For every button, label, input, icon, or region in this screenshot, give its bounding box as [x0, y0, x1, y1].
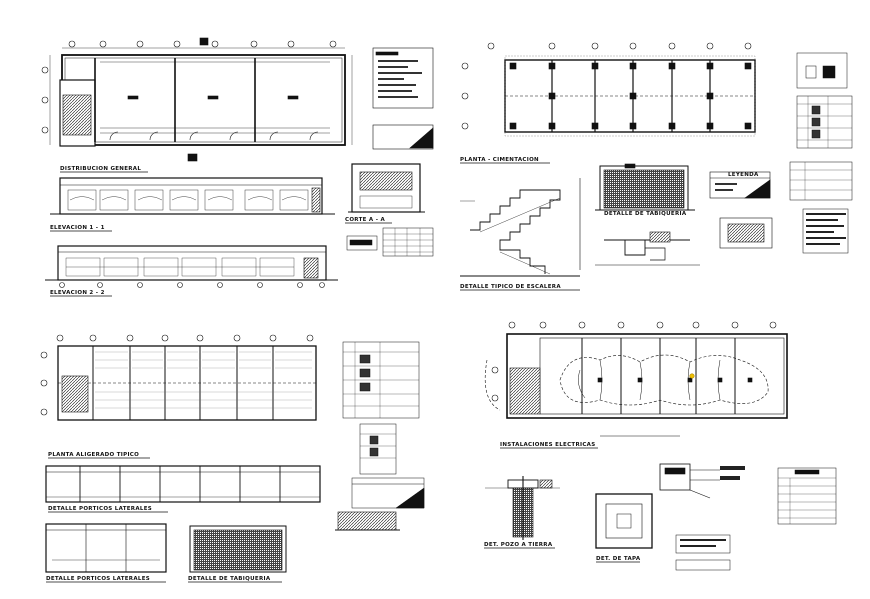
title-elevacion-2: ELEVACION 2 - 2 — [50, 290, 105, 296]
plan-distribucion-general — [41, 37, 353, 162]
detalle-tabiqueria-top — [595, 163, 695, 211]
title-elevacion-1: ELEVACION 1 - 1 — [50, 225, 105, 231]
elevacion-1-1 — [50, 177, 335, 215]
title-detalle-escalera: DETALLE TIPICO DE ESCALERA — [460, 284, 561, 290]
legend-cimentacion — [789, 52, 853, 254]
title-det-pozo-tierra: DET. POZO A TIERRA — [484, 542, 553, 548]
title-detalle-tabiqueria-top: DETALLE DE TABIQUERIA — [604, 211, 687, 217]
title-leyenda: LEYENDA — [728, 172, 759, 178]
title-detalle-porticos-2: DETALLE PORTICOS LATERALES — [46, 576, 150, 582]
plan-cimentacion — [461, 42, 756, 137]
detalle-pozo-tierra — [485, 476, 560, 540]
drawing-titles: DISTRIBUCION GENERAL ELEVACION 1 - 1 COR… — [46, 157, 759, 583]
elevacion-2-2 — [45, 245, 338, 288]
title-distribucion-general: DISTRIBUCION GENERAL — [60, 166, 141, 172]
detalle-tapa — [595, 493, 653, 549]
title-detalle-porticos-1: DETALLE PORTICOS LATERALES — [48, 506, 152, 512]
title-corte-a: CORTE A - A — [345, 217, 385, 223]
legend-box-top — [372, 47, 434, 150]
plan-instalaciones-electricas — [484, 321, 788, 437]
detalle-zapata — [595, 217, 773, 266]
plan-aligerado — [40, 334, 317, 421]
title-det-tapa: DET. DE TAPA — [596, 556, 641, 562]
title-detalle-tabiqueria-bottom: DETALLE DE TABIQUERIA — [188, 576, 271, 582]
title-planta-cimentacion: PLANTA - CIMENTACION — [460, 157, 539, 163]
tables-mid-left — [346, 227, 434, 257]
detalle-tablero — [659, 463, 745, 499]
grid-bubbles-top — [68, 40, 337, 48]
leyenda-top — [709, 171, 771, 199]
detalle-porticos-2 — [45, 523, 167, 573]
title-planta-aligerado: PLANTA ALIGERADO TIPICO — [48, 452, 139, 458]
title-instalaciones-electricas: INSTALACIONES ELECTRICAS — [500, 442, 596, 448]
grid-bubbles-left — [41, 66, 49, 134]
detalle-escalera — [460, 178, 581, 277]
accent-marker — [689, 373, 695, 379]
detalle-porticos-1 — [45, 465, 321, 503]
cuadro-cargas — [675, 467, 837, 571]
corte-a-a — [348, 163, 425, 213]
legend-aligerado — [342, 341, 425, 509]
detalle-tabiqueria-bottom — [189, 511, 400, 573]
